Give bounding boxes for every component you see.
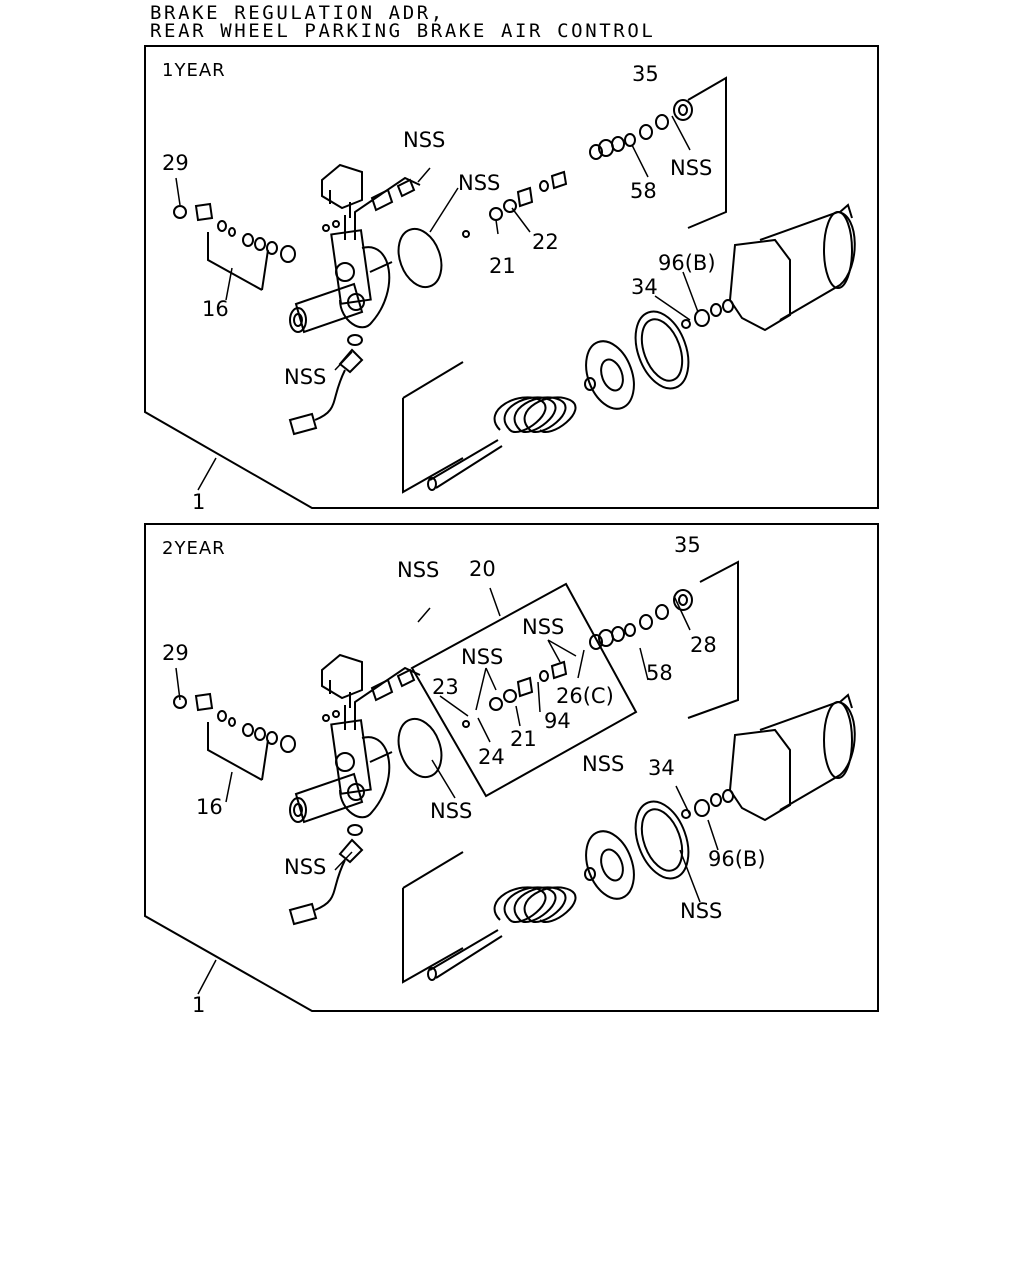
panel-tag-2year: 2YEAR bbox=[162, 538, 226, 559]
callout-nss: NSS bbox=[458, 171, 500, 195]
callout-34: 34 bbox=[648, 756, 675, 780]
callout-21: 21 bbox=[489, 254, 516, 278]
callout-nss: NSS bbox=[403, 128, 445, 152]
callout-96b: 96(B) bbox=[658, 251, 716, 275]
callout-21: 21 bbox=[510, 727, 537, 751]
callout-nss: NSS bbox=[582, 752, 624, 776]
callout-29: 29 bbox=[162, 151, 189, 175]
callout-nss: NSS bbox=[284, 365, 326, 389]
assembly-ref: 1 bbox=[192, 993, 205, 1017]
callout-nss: NSS bbox=[461, 645, 503, 669]
callout-58: 58 bbox=[630, 179, 657, 203]
callout-16: 16 bbox=[202, 297, 229, 321]
callout-35: 35 bbox=[632, 62, 659, 86]
callout-23: 23 bbox=[432, 675, 459, 699]
callout-28: 28 bbox=[690, 633, 717, 657]
callout-16: 16 bbox=[196, 795, 223, 819]
callout-35: 35 bbox=[674, 533, 701, 557]
diagram-title-line-1: BRAKE REGULATION ADR, bbox=[150, 2, 445, 24]
callout-nss: NSS bbox=[670, 156, 712, 180]
callout-29: 29 bbox=[162, 641, 189, 665]
assembly-ref: 1 bbox=[192, 490, 205, 514]
callout-nss: NSS bbox=[522, 615, 564, 639]
callout-26c: 26(C) bbox=[556, 684, 614, 708]
diagram-title-line-2: REAR WHEEL PARKING BRAKE AIR CONTROL bbox=[150, 20, 656, 42]
panel-tag-1year: 1YEAR bbox=[162, 60, 226, 81]
callout-24: 24 bbox=[478, 745, 505, 769]
callout-nss: NSS bbox=[284, 855, 326, 879]
callout-nss: NSS bbox=[680, 899, 722, 923]
panel-2year: 2YEAR 35 NSS 20 NSS NSS 29 28 58 23 26(C… bbox=[144, 523, 879, 1017]
callout-kit-20: 20 bbox=[469, 557, 496, 581]
callout-22: 22 bbox=[532, 230, 559, 254]
callout-96b: 96(B) bbox=[708, 847, 766, 871]
callout-nss: NSS bbox=[397, 558, 439, 582]
callout-94: 94 bbox=[544, 709, 571, 733]
callout-58: 58 bbox=[646, 661, 673, 685]
callout-34: 34 bbox=[631, 275, 658, 299]
panel-1year: 1YEAR 35 NSS NSS NSS 29 58 22 21 96(B) 3… bbox=[144, 45, 879, 514]
callout-nss: NSS bbox=[430, 799, 472, 823]
